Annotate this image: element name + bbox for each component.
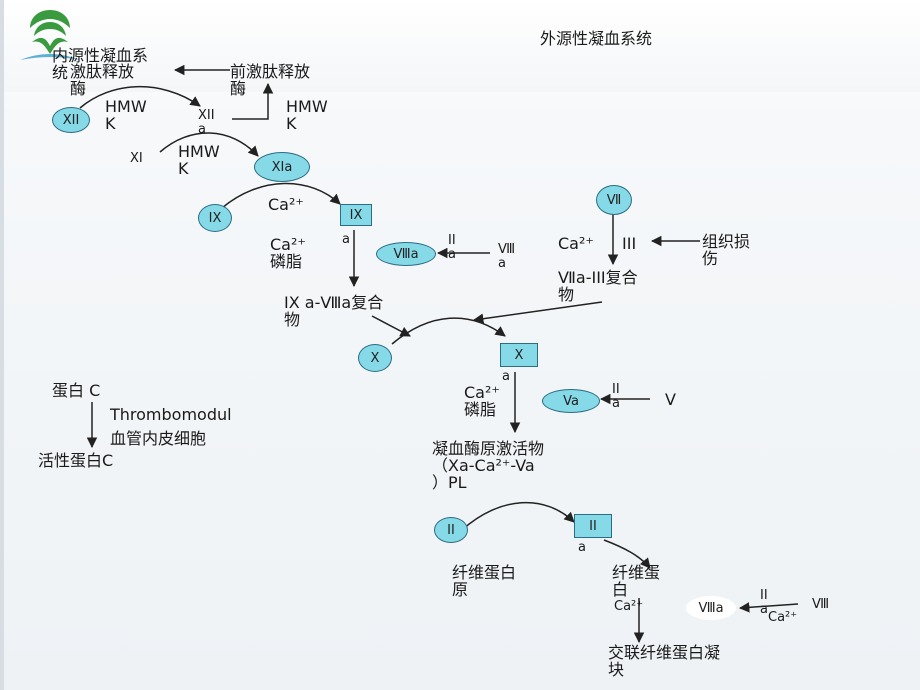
label-f9a-sub: a [342, 232, 350, 247]
node-f9a-text: IX [349, 207, 363, 223]
label-hmwk-3: HMW K [178, 142, 220, 178]
label-kallikrein: 激肽释放 酶 [70, 62, 135, 98]
arrow-f11-to-f11a [159, 132, 259, 157]
node-f2a-text: II [589, 518, 597, 534]
node-f9: IX [198, 204, 232, 232]
label-hmwk-1: HMW K [105, 97, 147, 133]
node-f2: II [434, 517, 468, 543]
node-f9a: IX [340, 204, 372, 226]
label-prekallikrein: 前激肽释放 酶 [230, 62, 311, 98]
label-ca-phos-1: Ca²⁺ 磷脂 [270, 235, 306, 271]
arrow-thrombin-to-f13a [738, 602, 799, 613]
left-edge [0, 0, 4, 690]
label-ca-2: Ca²⁺ [558, 234, 594, 253]
label-protein-c: 蛋白 C [52, 381, 101, 400]
label-thrombin-a-1: II a [448, 233, 456, 262]
arrow-f12a-feedback [232, 82, 274, 120]
arrow-f9a-complex-to-f10 [371, 315, 411, 337]
label-fibrin: 纤维蛋 白 [612, 563, 661, 599]
label-f5: V [665, 390, 676, 409]
label-f3: III [622, 234, 637, 253]
node-f2a: II [574, 514, 612, 538]
node-f10a: X [500, 343, 538, 367]
label-crosslinked-fibrin: 交联纤维蛋白凝 块 [608, 643, 721, 679]
label-f2a-sub: a [578, 540, 586, 555]
label-thrombomodulin: Thrombomodul [110, 405, 232, 424]
intrinsic-system-label: 内源性凝血系 统 [52, 46, 149, 82]
label-thrombin-a-2: II a [612, 382, 620, 411]
header-band [0, 0, 920, 92]
label-ca-3: Ca²⁺ [614, 599, 644, 614]
label-f13: Ⅷ [812, 597, 830, 612]
arrow-f2-to-f2a [461, 502, 575, 531]
node-f11a: XIa [254, 152, 310, 182]
label-endothelial: 血管内皮细胞 [110, 429, 207, 448]
label-fibrinogen: 纤维蛋白 原 [452, 563, 517, 599]
title: 外源性凝血系统 [540, 29, 653, 48]
label-f9a-f8a-complex: IX a-Ⅷa复合 物 [284, 293, 384, 329]
label-thrombin-a-3: II a [760, 588, 768, 617]
label-f7a-complex: Ⅶa-III复合 物 [558, 268, 638, 304]
arrow-f12-to-f12a [79, 86, 201, 109]
arrow-f10-to-f10a [391, 317, 506, 345]
label-prothrombinase: 凝血酶原激活物 （Xa-Ca²⁺-Va ）PL [432, 439, 545, 492]
label-hmwk-2: HMW K [286, 97, 328, 133]
label-ca-phos-2: Ca²⁺ 磷脂 [464, 383, 500, 419]
node-f13a: Ⅷa [686, 596, 736, 620]
node-f12: XII [52, 107, 90, 133]
logo-icon [20, 10, 80, 60]
node-f7: Ⅶ [596, 185, 632, 215]
arrow-f9-to-f9a [221, 182, 341, 209]
label-ca-4: Ca²⁺ [768, 610, 798, 625]
arrow-f2a-to-fibrin [603, 539, 651, 569]
node-f5a: Va [542, 389, 600, 413]
arrow-f7a-complex-to-f10 [472, 301, 603, 324]
label-ca-1: Ca²⁺ [268, 195, 304, 214]
label-tissue-injury: 组织损 伤 [702, 232, 751, 268]
node-f10: X [358, 344, 392, 372]
label-activated-protein-c: 活性蛋白C [38, 451, 114, 470]
label-f11: XI [130, 151, 143, 166]
node-f8a: Ⅷa [376, 242, 436, 266]
node-f10a-text: X [514, 347, 524, 363]
label-f10a-sub: a [502, 369, 510, 384]
label-f12a: XII a [198, 108, 215, 137]
label-f8: Ⅷ a [498, 242, 516, 271]
